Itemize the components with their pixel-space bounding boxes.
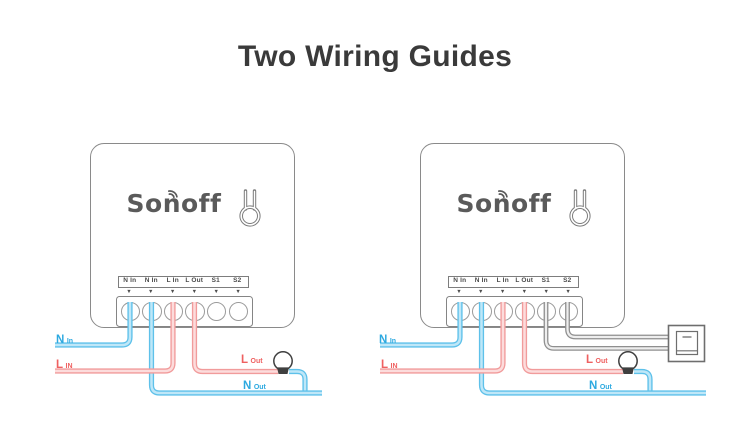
- terminal-hole: [450, 301, 471, 322]
- wifi-signal-icon: [167, 190, 178, 199]
- terminal-arrow-icon: ▼: [543, 288, 549, 295]
- terminal-label: L In: [166, 277, 179, 284]
- bulb-neutral-wire: [634, 372, 650, 394]
- terminal-hole: [206, 301, 227, 322]
- terminal-arrows: ▼ ▼ ▼ ▼ ▼ ▼: [118, 289, 249, 296]
- terminal-hole: [536, 301, 557, 322]
- terminal-label: N In: [453, 277, 467, 284]
- wifi-signal-icon: [497, 190, 508, 199]
- smart-switch-device: Sonoff N In N In L In L Out S1 S2 ▼ ▼ ▼: [420, 143, 625, 328]
- terminal-label: S1: [541, 277, 550, 284]
- page-title: Two Wiring Guides: [237, 40, 513, 73]
- terminal-label: L Out: [185, 277, 204, 284]
- terminal-arrow-icon: ▼: [191, 288, 198, 295]
- terminal-arrow-icon: ▼: [235, 288, 241, 295]
- terminal-arrow-icon: ▼: [169, 288, 176, 295]
- terminal-arrow-icon: ▼: [565, 288, 571, 295]
- terminal-hole: [515, 301, 535, 322]
- terminal-arrow-icon: ▼: [213, 288, 219, 295]
- terminal-arrows: ▼ ▼ ▼ ▼ ▼ ▼: [448, 289, 579, 296]
- terminal-arrow-icon: ▼: [148, 288, 154, 295]
- terminal-label: N In: [474, 277, 488, 284]
- wall-switch-icon: [667, 324, 706, 363]
- terminal-hole: [185, 301, 205, 322]
- terminal-arrow-icon: ▼: [126, 288, 132, 295]
- terminal-label: L Out: [515, 277, 534, 284]
- terminal-block: [446, 296, 583, 327]
- terminal-hole: [472, 301, 492, 322]
- terminal-label: S2: [563, 277, 572, 284]
- terminal-label: N In: [144, 277, 158, 284]
- terminal-strip: N In N In L In L Out S1 S2: [448, 276, 579, 288]
- terminal-hole: [142, 301, 162, 322]
- hanging-ring-icon: [239, 189, 261, 227]
- terminal-hole: [228, 301, 249, 322]
- terminal-strip: N In N In L In L Out S1 S2: [118, 276, 249, 288]
- terminal-label: S1: [211, 277, 220, 284]
- terminal-hole: [493, 301, 514, 322]
- terminal-arrow-icon: ▼: [478, 288, 484, 295]
- bulb-neutral-wire: [289, 372, 305, 394]
- bulb-icon: [273, 351, 293, 374]
- sonoff-logo: Sonoff: [456, 189, 552, 218]
- terminal-label: N In: [123, 277, 137, 284]
- terminal-arrow-icon: ▼: [521, 288, 528, 295]
- terminal-label: S2: [233, 277, 242, 284]
- terminal-hole: [120, 301, 141, 322]
- smart-switch-device: Sonoff N In N In L In L Out S1 S2 ▼ ▼ ▼: [90, 143, 295, 328]
- sonoff-logo: Sonoff: [126, 189, 222, 218]
- terminal-block: [116, 296, 253, 327]
- terminal-arrow-icon: ▼: [499, 288, 506, 295]
- terminal-arrow-icon: ▼: [456, 288, 462, 295]
- terminal-label: L In: [496, 277, 509, 284]
- terminal-hole: [558, 301, 579, 322]
- bulb-icon: [618, 351, 638, 374]
- terminal-hole: [163, 301, 184, 322]
- hanging-ring-icon: [569, 189, 591, 227]
